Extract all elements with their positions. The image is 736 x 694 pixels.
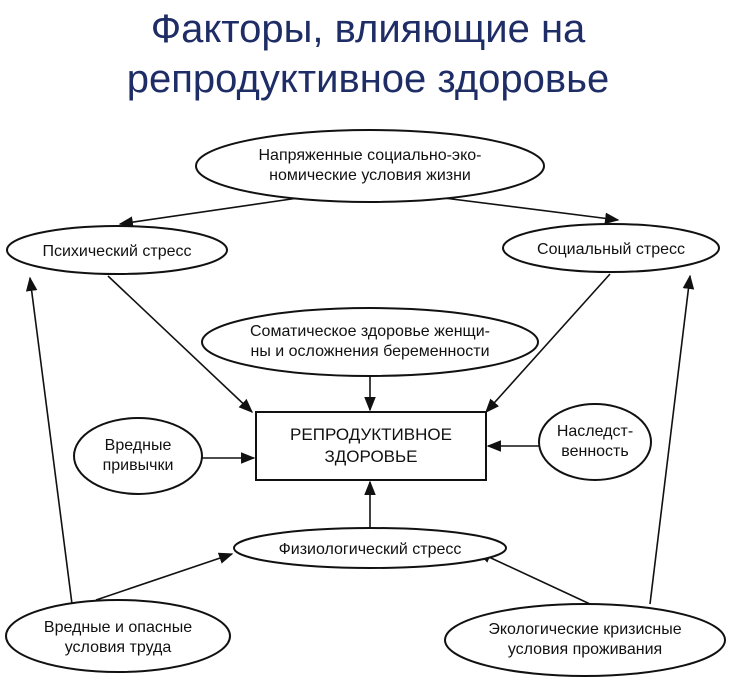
node-reproductive-health: РЕПРОДУКТИВНОЕ ЗДОРОВЬЕ [255, 411, 487, 481]
edge-socio-to-social [427, 195, 620, 225]
edge-work-to-physio [95, 552, 234, 601]
edge-social-to-repro [485, 273, 611, 414]
node-bad-habits-line2: привычки [103, 457, 174, 474]
edge-socio-to-psych [118, 195, 313, 228]
node-heredity: Наследст- венность [538, 403, 652, 481]
title-line-1: Факторы, влияющие на [150, 7, 586, 51]
edges [25, 195, 695, 605]
edge-eco-to-social [649, 274, 695, 605]
node-heredity-line2: венность [561, 443, 628, 460]
node-reproductive-health-line1: РЕПРОДУКТИВНОЕ [290, 425, 452, 444]
node-socio-economic-line1: Напряженные социально-эко- [259, 147, 482, 164]
node-reproductive-health-line2: ЗДОРОВЬЕ [324, 447, 417, 466]
node-work-conditions-line1: Вредные и опасные [44, 619, 192, 636]
node-somatic-health-line1: Соматическое здоровье женщи- [250, 323, 490, 340]
title-line-2: репродуктивное здоровье [126, 57, 610, 101]
node-ecological-line2: условия проживания [508, 641, 662, 658]
node-work-conditions: Вредные и опасные условия труда [5, 599, 231, 673]
node-heredity-line1: Наследст- [557, 423, 633, 440]
node-work-conditions-line2: условия труда [65, 639, 172, 656]
node-physio-stress: Физиологический стресс [233, 527, 507, 569]
node-bad-habits: Вредные привычки [73, 417, 203, 495]
edge-eco-to-physio [476, 551, 591, 605]
node-somatic-health-line2: ны и осложнения беременности [250, 343, 489, 360]
edge-psych-to-repro [107, 275, 254, 413]
node-socio-economic: Напряженные социально-эко- номические ус… [195, 129, 545, 203]
node-social-stress-label: Социальный стресс [537, 241, 685, 258]
edge-work-to-psych [25, 276, 73, 605]
node-bad-habits-line1: Вредные [105, 437, 172, 454]
node-physio-stress-label: Физиологический стресс [279, 541, 462, 558]
node-ecological-line1: Экологические кризисные [488, 621, 681, 638]
node-psych-stress: Психический стресс [6, 225, 228, 275]
node-psych-stress-label: Психический стресс [42, 243, 191, 260]
slide-title: Факторы, влияющие на репродуктивное здор… [0, 4, 736, 104]
node-social-stress: Социальный стресс [502, 223, 720, 273]
node-socio-economic-line2: номические условия жизни [269, 167, 471, 184]
node-somatic-health: Соматическое здоровье женщи- ны и осложн… [201, 307, 539, 377]
node-ecological: Экологические кризисные условия проживан… [444, 603, 726, 677]
